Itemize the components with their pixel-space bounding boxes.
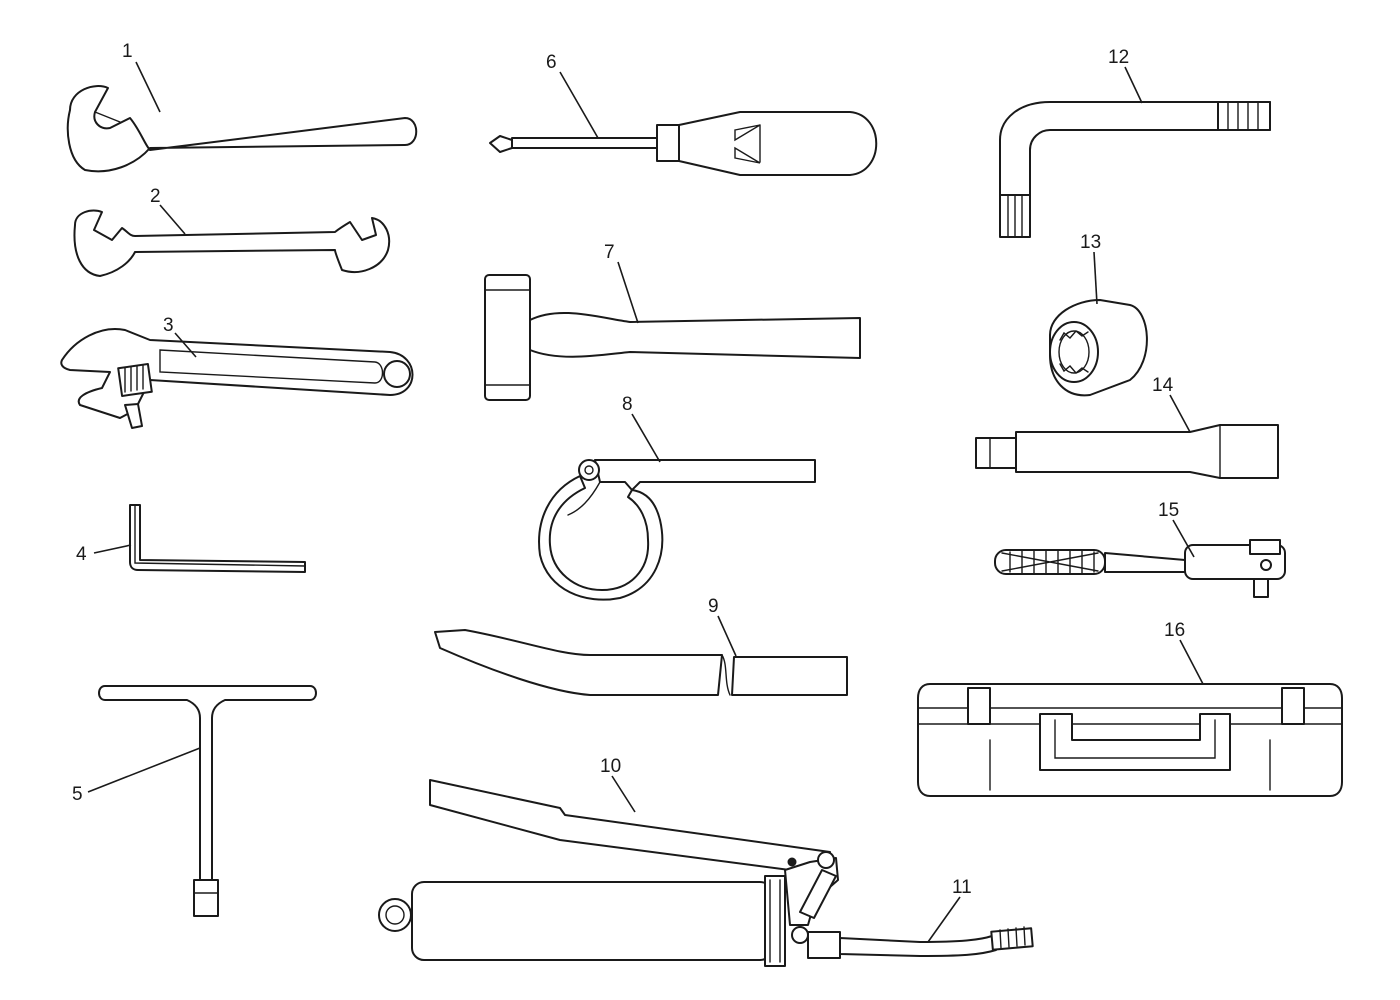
callout-14: 14 (1152, 375, 1174, 396)
callout-labels: 1 2 3 4 5 6 7 8 9 10 11 12 13 14 15 16 (72, 41, 1185, 898)
socket (1049, 299, 1148, 397)
callout-12: 12 (1108, 47, 1129, 68)
callout-4: 4 (76, 544, 87, 565)
hex-key-wrench (129, 504, 306, 573)
callout-11: 11 (952, 877, 972, 898)
grease-gun-hose (839, 926, 1034, 957)
pry-bar (434, 629, 848, 696)
callout-5: 5 (72, 784, 83, 805)
ratchet-handle (994, 539, 1286, 598)
filter-strap-wrench (538, 459, 816, 601)
t-handle-wrench (98, 685, 317, 917)
double-open-end-wrench (73, 209, 391, 277)
callout-13: 13 (1080, 232, 1101, 253)
mallet-hammer (484, 274, 861, 401)
tool-case (917, 683, 1343, 797)
callout-8: 8 (622, 394, 633, 415)
adjustable-wrench (60, 328, 414, 429)
callout-1: 1 (122, 41, 133, 62)
open-end-wrench (66, 85, 418, 173)
callout-10: 10 (600, 756, 621, 777)
callout-9: 9 (708, 596, 719, 617)
grease-gun (378, 779, 841, 967)
callout-3: 3 (163, 315, 174, 336)
spline-key-wrench (999, 101, 1271, 238)
leader-lines (87, 61, 1204, 943)
callout-7: 7 (604, 242, 615, 263)
extension-bar (975, 424, 1279, 479)
callout-15: 15 (1158, 500, 1179, 521)
callout-16: 16 (1164, 620, 1185, 641)
callout-6: 6 (546, 52, 557, 73)
callout-2: 2 (150, 186, 161, 207)
phillips-screwdriver (489, 111, 878, 176)
